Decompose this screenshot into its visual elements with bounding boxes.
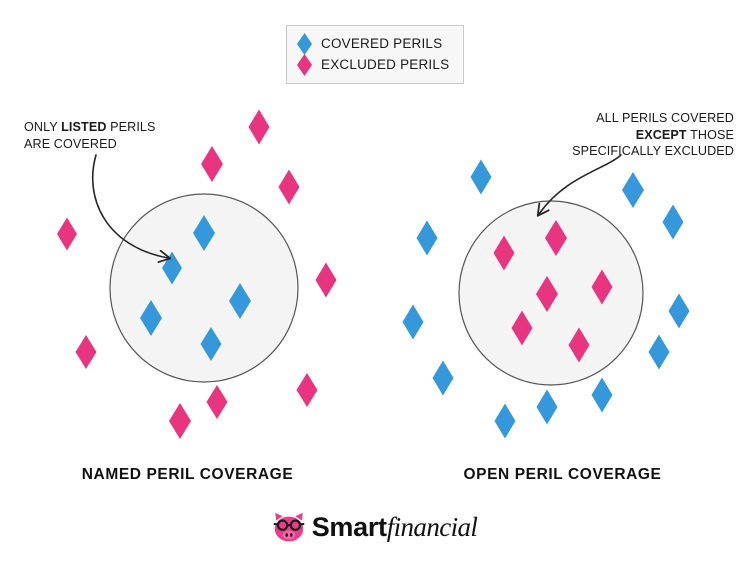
diamond-excluded-inside bbox=[536, 276, 558, 312]
panel-caption-named-peril: NAMED PERIL COVERAGE bbox=[81, 466, 294, 483]
diamond-icon bbox=[297, 53, 312, 76]
legend-item-covered: COVERED PERILS bbox=[297, 32, 453, 55]
diamond-covered-inside bbox=[140, 300, 162, 336]
diamond-covered-outside bbox=[622, 172, 644, 208]
diamond-excluded-outside bbox=[57, 217, 77, 251]
coverage-circles bbox=[109, 193, 644, 386]
diamond-excluded-outside bbox=[75, 335, 97, 369]
coverage-circle-named-peril bbox=[109, 193, 299, 383]
diamond-covered-outside bbox=[662, 204, 684, 240]
diamond-excluded-inside bbox=[493, 235, 515, 271]
diamond-covered-outside bbox=[470, 159, 492, 195]
diamond-excluded-outside bbox=[201, 146, 223, 182]
diamond-covered-inside bbox=[200, 327, 222, 361]
diamond-excluded-inside bbox=[545, 220, 567, 256]
brand-name-secondary: financial bbox=[386, 511, 478, 542]
peril-diamonds bbox=[57, 109, 690, 439]
annotation-open-peril-line-2: EXCEPT THOSE bbox=[635, 127, 734, 142]
diamond-covered-outside bbox=[648, 334, 670, 370]
diamond-covered-outside bbox=[591, 377, 613, 413]
diamond-covered-inside bbox=[193, 215, 215, 251]
legend-label-excluded: EXCLUDED PERILS bbox=[321, 57, 450, 72]
diamond-covered-outside bbox=[536, 389, 558, 425]
legend-item-excluded: EXCLUDED PERILS bbox=[297, 53, 453, 76]
pig-head-icon bbox=[273, 512, 305, 542]
brand-logo: Smartfinancial bbox=[0, 512, 750, 542]
diamond-icon bbox=[297, 32, 312, 55]
diamond-excluded-inside bbox=[511, 310, 533, 346]
annotation-arrows bbox=[91, 154, 622, 263]
diamond-excluded-outside bbox=[296, 373, 318, 407]
annotation-open-peril: ALL PERILS COVERED EXCEPT THOSE SPECIFICAL… bbox=[572, 110, 734, 160]
diamond-excluded-outside bbox=[248, 109, 270, 145]
arrow-named-peril bbox=[91, 154, 172, 263]
diamond-covered-outside bbox=[494, 403, 516, 439]
diamond-covered-outside bbox=[416, 220, 438, 256]
annotation-open-peril-line-1: ALL PERILS COVERED bbox=[596, 111, 734, 125]
annotation-named-peril: ONLY LISTED PERILS ARE COVERED bbox=[24, 119, 156, 152]
legend-label-covered: COVERED PERILS bbox=[321, 36, 443, 51]
panel-caption-open-peril: OPEN PERIL COVERAGE bbox=[463, 466, 662, 483]
diamond-excluded-outside bbox=[315, 262, 337, 298]
annotation-named-peril-line-2: ARE COVERED bbox=[24, 136, 117, 151]
diamond-excluded-outside bbox=[278, 169, 300, 205]
diamond-covered-outside bbox=[432, 360, 454, 396]
annotation-open-peril-line-3: SPECIFICALLY EXCLUDED bbox=[572, 144, 734, 159]
diamond-excluded-inside bbox=[591, 269, 613, 305]
legend: COVERED PERILS EXCLUDED PERILS bbox=[286, 25, 464, 84]
diamond-excluded-outside bbox=[206, 385, 228, 419]
diamond-excluded-outside bbox=[169, 403, 191, 439]
arrow-open-peril bbox=[536, 154, 622, 217]
diamond-excluded-inside bbox=[568, 327, 590, 363]
brand-name-primary: Smart bbox=[311, 511, 387, 542]
diamond-covered-outside bbox=[402, 304, 424, 340]
diamond-covered-inside bbox=[229, 283, 251, 319]
diamond-covered-outside bbox=[668, 293, 690, 329]
annotation-named-peril-line-1: ONLY LISTED PERILS bbox=[24, 120, 156, 134]
brand-wordmark: Smartfinancial bbox=[311, 511, 478, 542]
